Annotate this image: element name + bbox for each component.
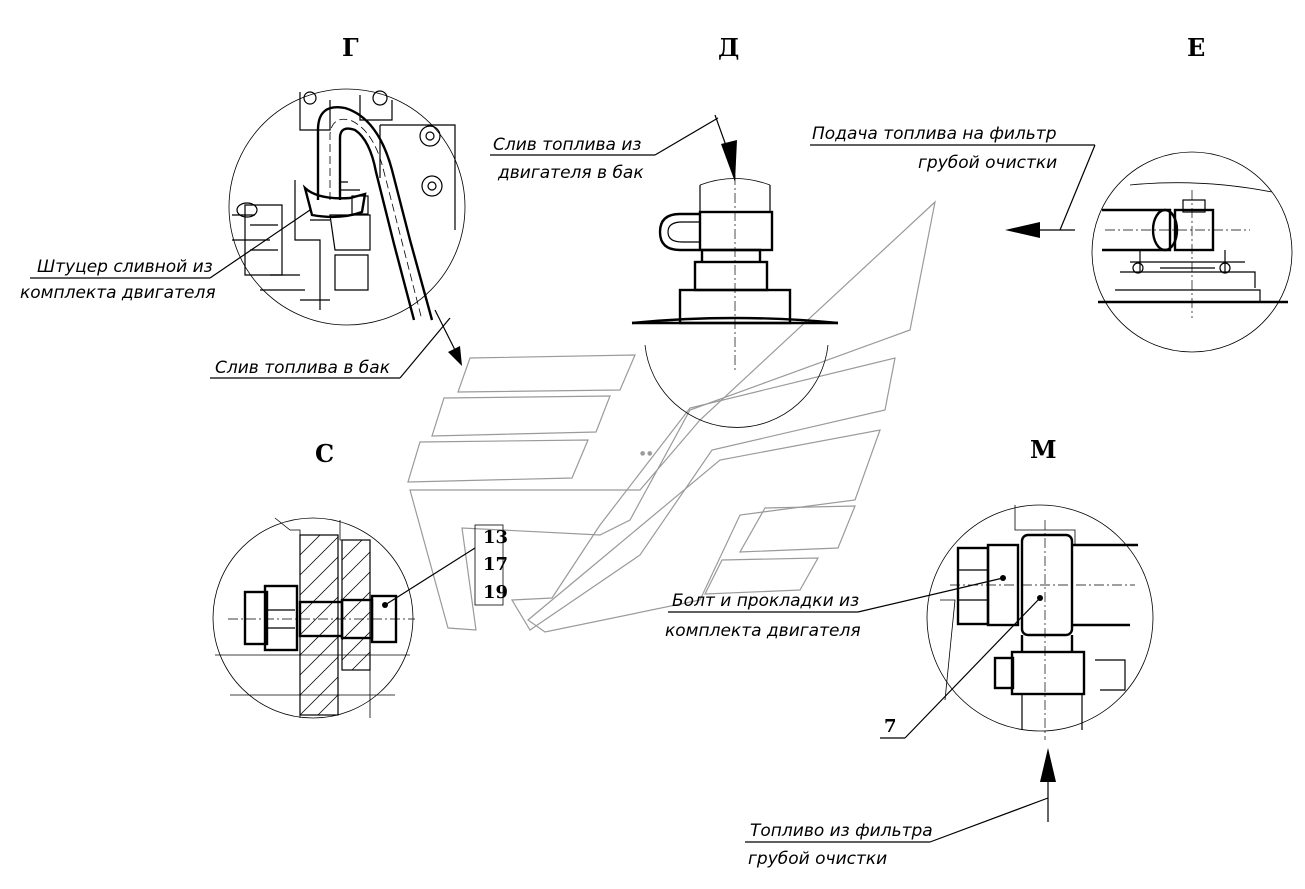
callout-toplivo-line2: грубой очистки xyxy=(748,849,887,869)
detail-circle-e xyxy=(1091,151,1293,353)
callout-podacha-line1: Подача топлива на фильтр xyxy=(812,124,1057,144)
callout-sliv-engine-line1: Слив топлива из xyxy=(493,135,641,155)
view-c: С xyxy=(212,439,504,719)
watermark-logo: ● ● xyxy=(407,200,936,633)
callout-podacha-line2: грубой очистки xyxy=(918,153,1057,173)
view-letter-m: М xyxy=(1030,435,1057,464)
callout-shtucer-line1: Штуцер сливной из xyxy=(37,257,213,277)
callout-toplivo-line1: Топливо из фильтра xyxy=(750,821,933,841)
callout-sliv-bak: Слив топлива в бак xyxy=(215,358,391,378)
view-letter-g: Г xyxy=(342,33,359,62)
callout-sliv-engine-line2: двигателя в бак xyxy=(497,163,644,183)
svg-text:● ●: ● ● xyxy=(640,450,652,457)
position-19: 19 xyxy=(483,582,508,603)
callout-bolt-line1: Болт и прокладки из xyxy=(672,591,859,611)
position-13: 13 xyxy=(483,527,508,548)
position-17: 17 xyxy=(483,554,508,575)
view-m: М xyxy=(668,435,1154,843)
view-e: Е xyxy=(810,33,1293,353)
view-g: Г xyxy=(30,33,466,326)
detail-circle-c xyxy=(212,517,414,719)
view-d: Д xyxy=(490,33,839,428)
callout-bolt-line2: комплекта двигателя xyxy=(665,621,861,641)
callout-shtucer-line2: комплекта двигателя xyxy=(20,283,216,303)
detail-circle-m xyxy=(926,504,1154,732)
arrow-sliv-bak xyxy=(210,309,462,379)
view-letter-d: Д xyxy=(718,33,739,62)
detail-circle-g xyxy=(228,88,466,326)
view-letter-e: Е xyxy=(1187,33,1205,62)
position-7: 7 xyxy=(884,716,897,737)
view-letter-c: С xyxy=(315,439,334,468)
